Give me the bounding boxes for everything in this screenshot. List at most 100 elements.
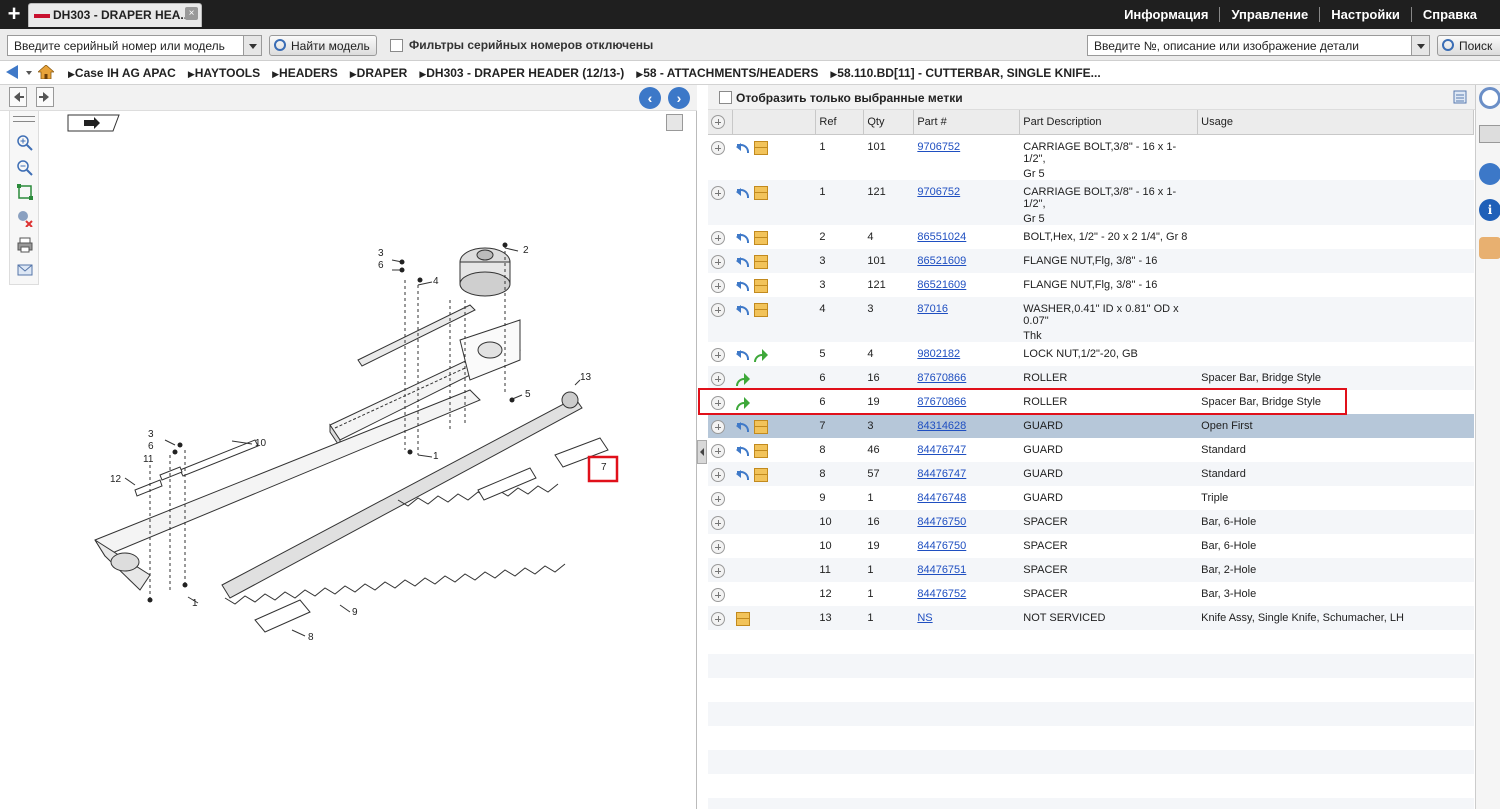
package-icon[interactable]: [754, 230, 769, 245]
row-add-cell[interactable]: [708, 534, 733, 558]
add-to-cart-icon[interactable]: [711, 395, 725, 410]
callout-8[interactable]: 8: [308, 632, 314, 643]
part-number-link[interactable]: 84476747: [917, 467, 967, 480]
menu-info[interactable]: Информация: [1124, 7, 1209, 22]
next-page-icon[interactable]: [36, 87, 54, 107]
part-search-combo[interactable]: Введите №, описание или изображение дета…: [1087, 35, 1430, 56]
row-add-cell[interactable]: [708, 365, 733, 390]
crumb-item[interactable]: DH303 - DRAPER HEADER (12/13-): [419, 66, 624, 80]
add-all-icon[interactable]: [711, 114, 725, 129]
add-to-cart-icon[interactable]: [711, 563, 725, 578]
next-image-icon[interactable]: ›: [668, 87, 690, 109]
callout-5[interactable]: 5: [525, 389, 531, 400]
clear-zoom-icon[interactable]: [16, 209, 34, 227]
menu-settings[interactable]: Настройки: [1319, 7, 1411, 22]
diagram-corner-button[interactable]: [666, 114, 683, 131]
part-number-link[interactable]: 84476748: [917, 491, 967, 504]
row-add-cell[interactable]: [708, 582, 733, 606]
row-add-cell[interactable]: [708, 248, 733, 273]
callout-12[interactable]: 12: [110, 474, 122, 485]
row-add-cell[interactable]: [708, 413, 733, 438]
add-to-cart-icon[interactable]: [711, 347, 725, 362]
prev-page-icon[interactable]: [9, 87, 27, 107]
package-icon[interactable]: [754, 185, 769, 200]
row-add-cell[interactable]: [708, 296, 733, 342]
package-icon[interactable]: [754, 278, 769, 293]
add-to-cart-icon[interactable]: [711, 230, 725, 245]
row-add-cell[interactable]: [708, 605, 733, 630]
callout-10[interactable]: 10: [255, 438, 267, 449]
part-number-link[interactable]: NS: [917, 611, 933, 624]
user-icon[interactable]: [1479, 237, 1500, 259]
show-selected-checkbox[interactable]: [719, 91, 732, 104]
superseded-arrow-icon[interactable]: [736, 396, 751, 410]
replace-icon[interactable]: [736, 444, 750, 458]
search-button[interactable]: Поиск: [1437, 35, 1500, 56]
previous-image-icon[interactable]: ‹: [639, 87, 661, 109]
chevron-down-icon[interactable]: [1411, 36, 1429, 55]
row-add-cell[interactable]: [708, 342, 733, 366]
part-number-link[interactable]: 9706752: [917, 140, 961, 153]
print-icon[interactable]: [16, 236, 34, 254]
callout-2[interactable]: 2: [523, 245, 529, 256]
superseded-arrow-icon[interactable]: [754, 348, 769, 362]
callout-6[interactable]: 6: [148, 441, 154, 452]
row-add-cell[interactable]: [708, 134, 733, 180]
callout-3[interactable]: 3: [378, 248, 384, 259]
package-icon[interactable]: [754, 302, 769, 317]
part-number-link[interactable]: 87016: [917, 302, 948, 315]
back-arrow-icon[interactable]: [6, 65, 18, 79]
find-model-button[interactable]: Найти модель: [269, 35, 377, 56]
col-header-usage[interactable]: Usage: [1197, 110, 1474, 135]
tab-dh303[interactable]: DH303 - DRAPER HEA... ×: [28, 3, 202, 27]
row-add-cell[interactable]: [708, 438, 733, 462]
search-icon[interactable]: [1479, 87, 1500, 109]
part-number-link[interactable]: 84476751: [917, 563, 967, 576]
add-to-cart-icon[interactable]: [711, 278, 725, 293]
callout-3[interactable]: 3: [148, 429, 154, 440]
crumb-item[interactable]: 58 - ATTACHMENTS/HEADERS: [636, 66, 818, 80]
replace-icon[interactable]: [736, 279, 750, 293]
package-icon[interactable]: [736, 611, 751, 626]
package-icon[interactable]: [754, 140, 769, 155]
add-to-cart-icon[interactable]: [711, 371, 725, 386]
close-tab-icon[interactable]: ×: [185, 7, 198, 20]
row-add-cell[interactable]: [708, 557, 733, 582]
row-add-cell[interactable]: [708, 509, 733, 534]
replace-icon[interactable]: [736, 186, 750, 200]
new-tab-button[interactable]: +: [7, 1, 21, 26]
row-add-cell[interactable]: [708, 390, 733, 414]
part-number-link[interactable]: 84476752: [917, 587, 967, 600]
add-to-cart-icon[interactable]: [711, 515, 725, 530]
menu-help[interactable]: Справка: [1410, 7, 1488, 22]
callout-13[interactable]: 13: [580, 372, 592, 383]
replace-icon[interactable]: [736, 348, 750, 362]
callout-11[interactable]: 11: [143, 454, 154, 465]
add-to-cart-icon[interactable]: [711, 491, 725, 506]
package-icon[interactable]: [754, 254, 769, 269]
replace-icon[interactable]: [736, 303, 750, 317]
globe-icon[interactable]: [1479, 163, 1500, 185]
package-icon[interactable]: [754, 467, 769, 482]
part-number-link[interactable]: 86521609: [917, 278, 967, 291]
news-icon[interactable]: [1479, 125, 1500, 143]
part-number-link[interactable]: 84476750: [917, 515, 967, 528]
row-add-cell[interactable]: [708, 486, 733, 510]
chevron-down-icon[interactable]: [243, 36, 261, 55]
info-icon[interactable]: i: [1479, 199, 1500, 221]
callout-1[interactable]: 1: [192, 598, 198, 609]
grip-icon[interactable]: [13, 116, 35, 122]
part-number-link[interactable]: 84476750: [917, 539, 967, 552]
callout-1[interactable]: 1: [433, 451, 439, 462]
package-icon[interactable]: [754, 419, 769, 434]
